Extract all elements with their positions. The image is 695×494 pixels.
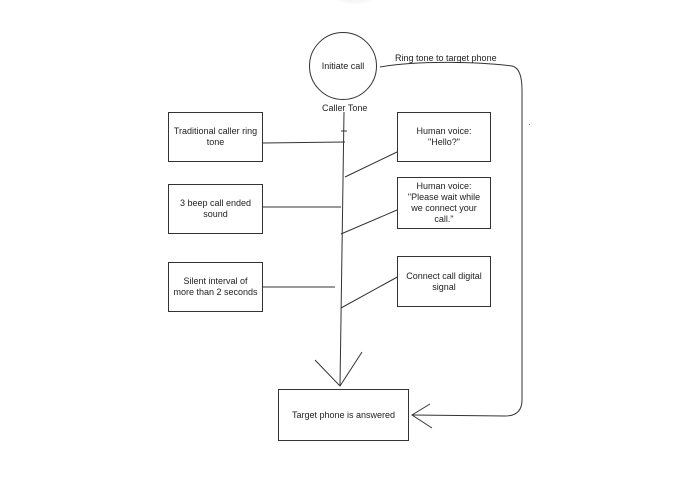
traditional-ring-tone-text: Traditional caller ring tone — [173, 126, 258, 147]
ring-tone-label: Ring tone to target phone — [395, 53, 497, 63]
stray-dot — [529, 124, 530, 125]
beep-sound-text: 3 beep call ended sound — [179, 198, 252, 219]
connector-digital — [340, 274, 402, 309]
connector-traditional — [262, 141, 346, 144]
top-decoration — [335, 0, 375, 4]
human-voice-hello-box: Human voice: "Hello?" — [397, 112, 491, 162]
human-voice-please-wait-box: Human voice: "Please wait while we conne… — [397, 177, 491, 229]
arrowhead-main — [314, 351, 363, 387]
silent-interval-text: Silent interval of more than 2 seconds — [173, 276, 258, 297]
initiate-call-node: Initiate call — [309, 32, 377, 100]
silent-interval-box: Silent interval of more than 2 seconds — [168, 262, 263, 312]
ring-tone-path — [379, 61, 523, 417]
caller-tone-label: Caller Tone — [322, 103, 368, 113]
target-answered-text: Target phone is answered — [291, 409, 396, 420]
human-voice-please-wait-text: Human voice: "Please wait while we conne… — [407, 181, 481, 224]
digital-signal-text: Connect call digital signal — [406, 270, 482, 292]
human-voice-hello-text: Human voice: "Hello?" — [416, 126, 472, 147]
initiate-call-text: Initiate call — [321, 60, 365, 71]
connector-hello — [344, 151, 398, 178]
beep-sound-box: 3 beep call ended sound — [168, 184, 263, 234]
traditional-ring-tone-box: Traditional caller ring tone — [168, 112, 263, 162]
digital-signal-box: Connect call digital signal — [397, 256, 491, 307]
main-flow-line — [339, 111, 345, 387]
connector-please-wait — [340, 209, 398, 235]
target-answered-box: Target phone is answered — [278, 389, 409, 441]
arrowhead-ring — [411, 403, 433, 429]
